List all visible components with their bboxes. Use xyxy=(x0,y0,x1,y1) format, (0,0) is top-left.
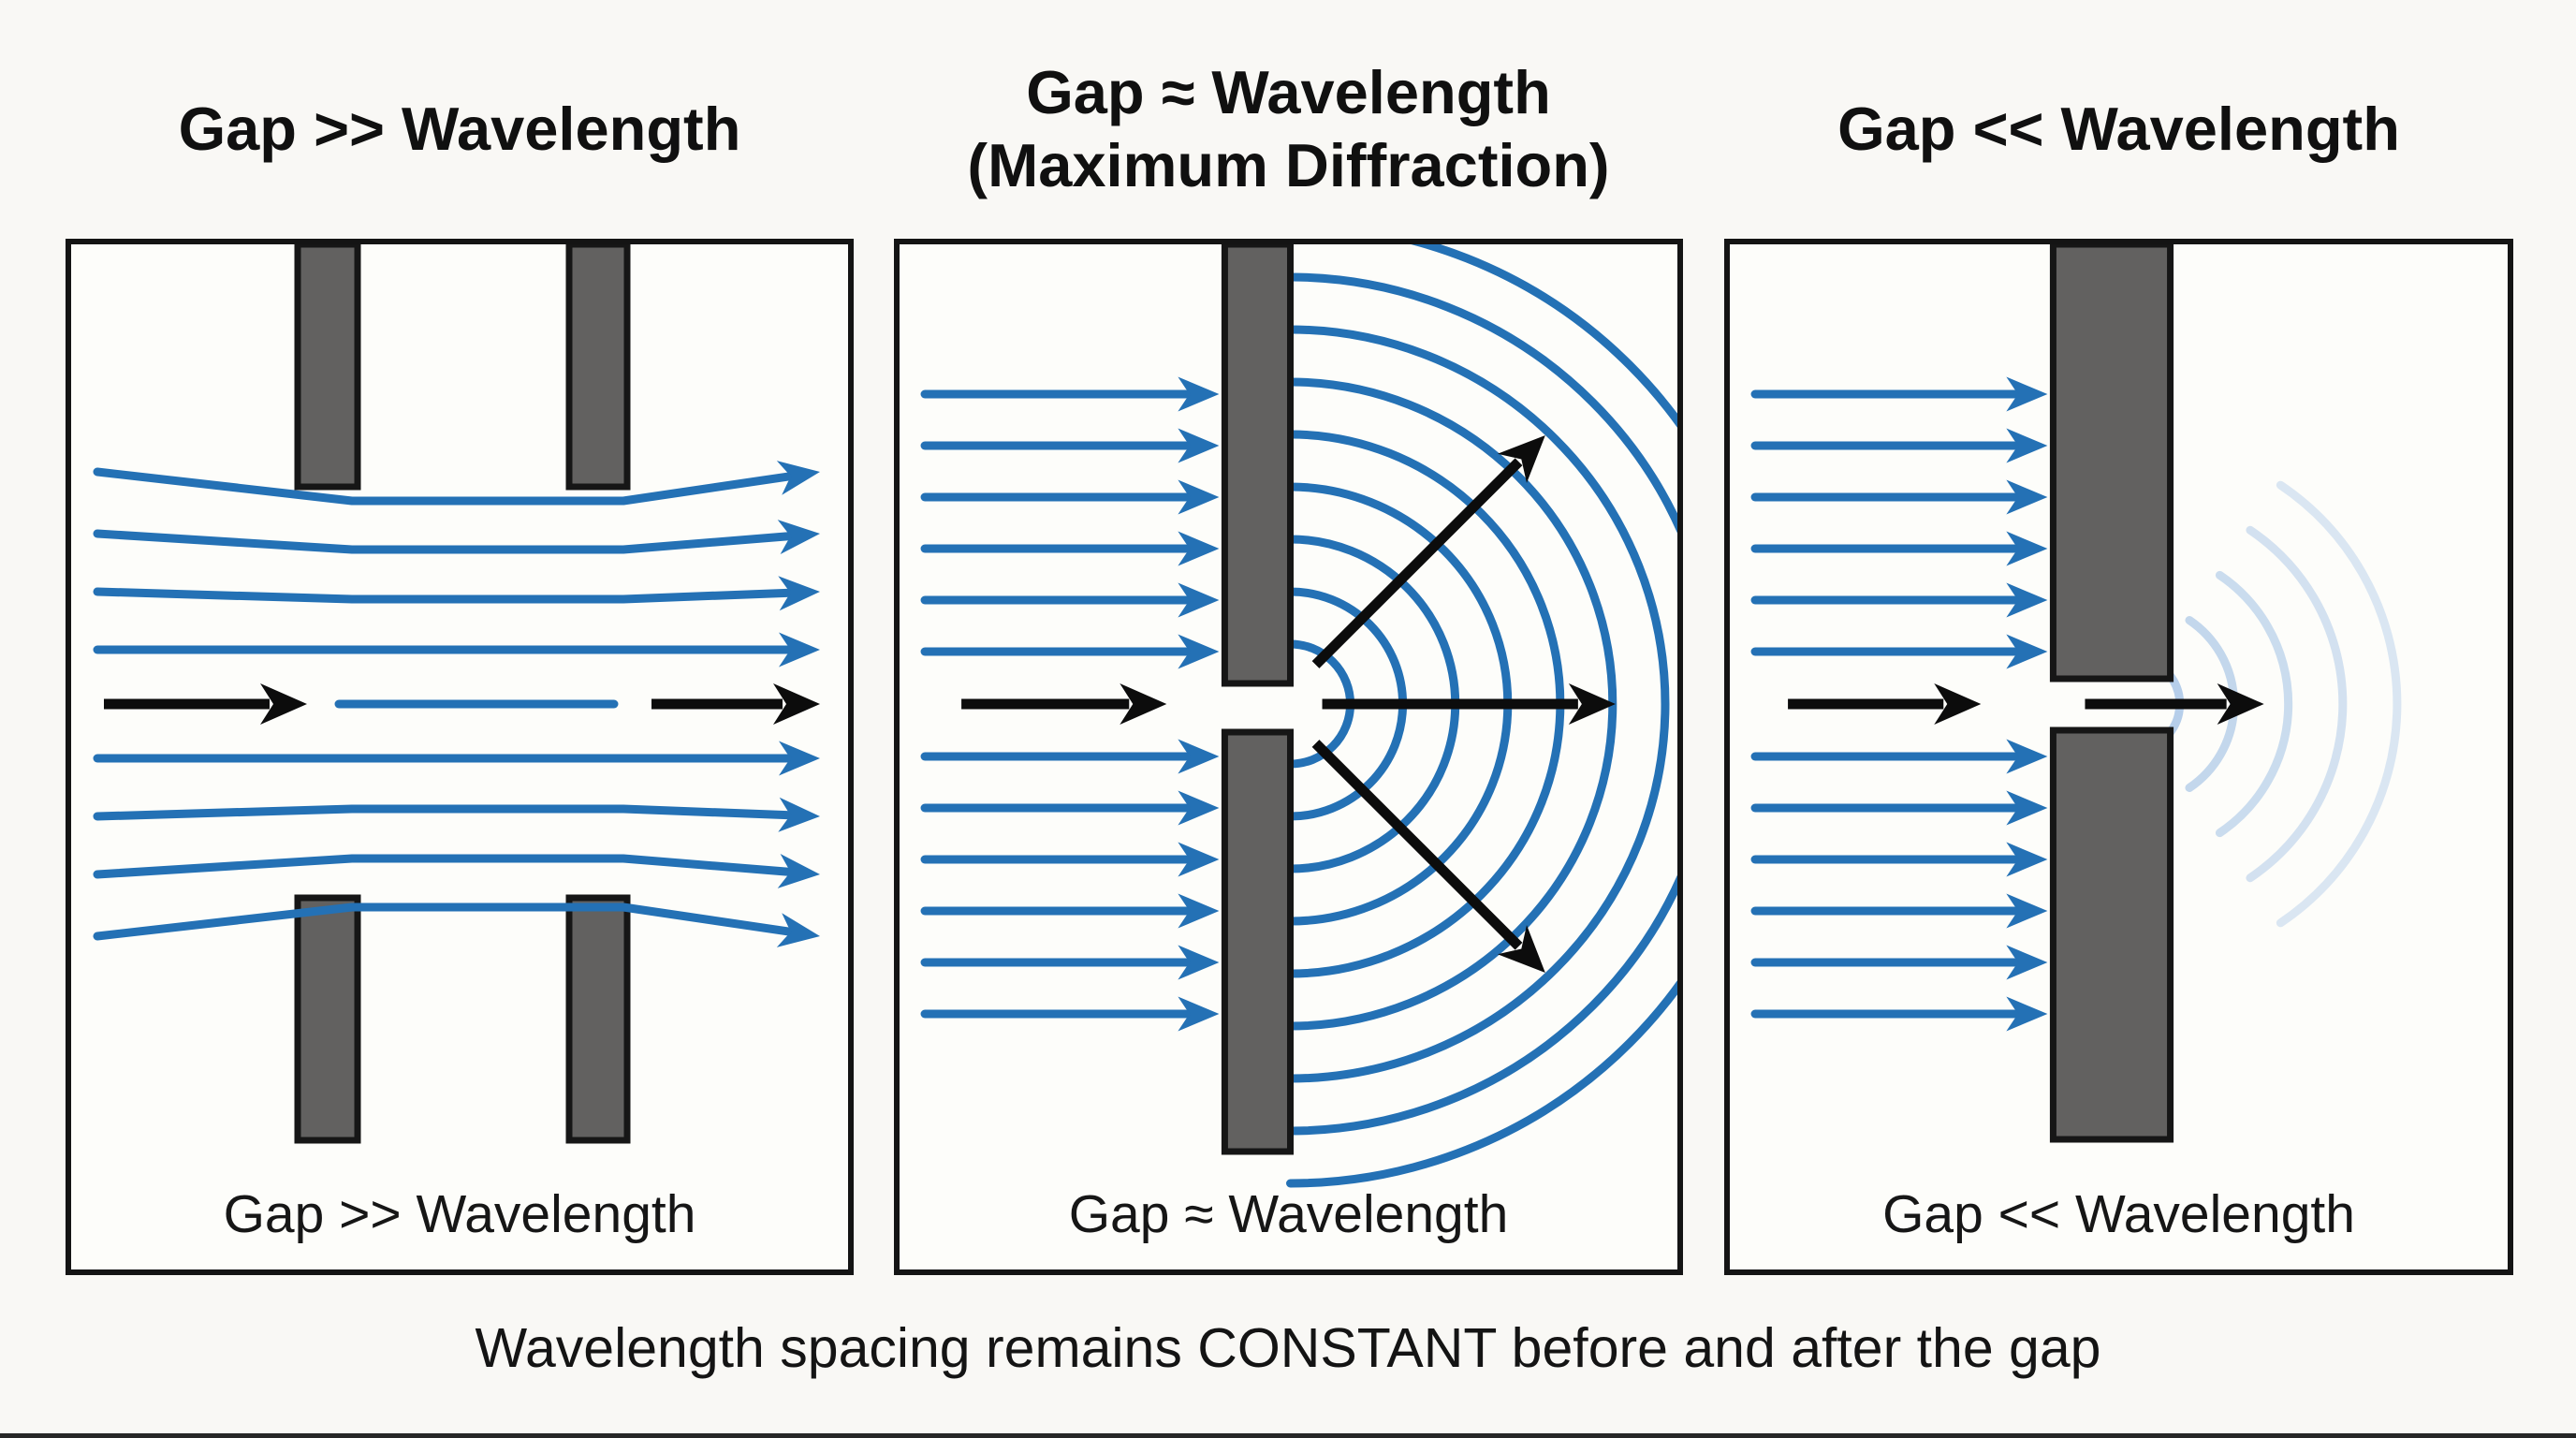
bottom-edge-line xyxy=(0,1433,2576,1438)
wave-diagram-wide-gap xyxy=(93,244,820,1144)
title-line: Gap << Wavelength xyxy=(1837,94,2400,163)
wave-diagram-narrow-gap xyxy=(1750,244,2402,1143)
figure-footnote: Wavelength spacing remains CONSTANT befo… xyxy=(475,1317,2101,1379)
panel-caption: Gap << Wavelength xyxy=(1882,1184,2355,1244)
panel-caption: Gap >> Wavelength xyxy=(223,1184,696,1244)
title-line: Gap >> Wavelength xyxy=(178,94,741,163)
panel-title-gap-approx-equal: Gap ≈ Wavelength (Maximum Diffraction) xyxy=(894,37,1683,220)
wave-diagram-maximum-diffraction xyxy=(920,244,1677,1188)
title-line: Gap ≈ Wavelength xyxy=(1026,57,1551,126)
diagram-panel-gap-much-larger: Gap >> Wavelength xyxy=(66,239,854,1275)
diagram-panel-gap-approx-equal: Gap ≈ Wavelength xyxy=(894,239,1683,1275)
panel-title-gap-much-larger: Gap >> Wavelength xyxy=(66,37,854,220)
diagram-panel-gap-much-smaller: Gap << Wavelength xyxy=(1724,239,2513,1275)
panel-title-gap-much-smaller: Gap << Wavelength xyxy=(1724,37,2513,220)
title-line: (Maximum Diffraction) xyxy=(967,130,1610,199)
panel-caption: Gap ≈ Wavelength xyxy=(1068,1184,1509,1244)
